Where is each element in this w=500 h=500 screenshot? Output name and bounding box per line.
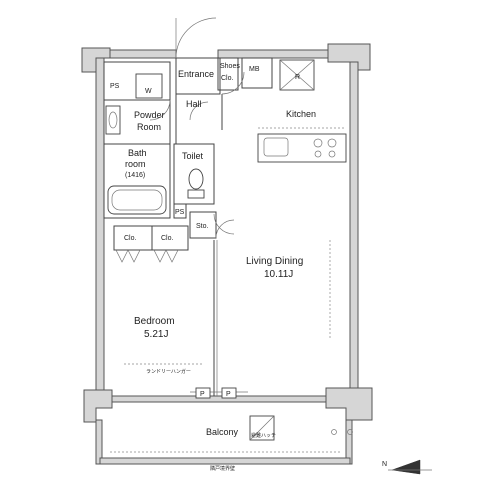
interior-partitions [103, 57, 273, 396]
refrigerator-label: R [295, 74, 300, 81]
living-dining-label: Living Dining [246, 256, 303, 267]
kitchen-counter [257, 133, 347, 163]
p-label-1: P [200, 391, 205, 398]
toilet-label: Toilet [182, 151, 204, 161]
powder-sink [105, 105, 121, 135]
washer-pan [135, 73, 163, 99]
neighbor-partition-label: 隣戸境界壁 [210, 465, 235, 472]
bathtub [107, 185, 167, 215]
p-label-2: P [226, 391, 231, 398]
closet-label-2: Clo. [161, 235, 174, 242]
north-arrow: N [382, 459, 432, 475]
balcony-label: Balcony [206, 427, 239, 437]
mb-label: MB [249, 66, 260, 73]
shoes-label: Shoes [220, 63, 240, 70]
evac-hatch-label: 避難ハッチ [251, 432, 276, 439]
kitchen-label: Kitchen [286, 109, 316, 119]
doors [115, 17, 245, 263]
structure-walls [81, 43, 373, 465]
room-labels: Entrance Shoes Clo. MB PS W Powder Room … [110, 63, 316, 472]
shoes-clo-label: Clo. [221, 75, 234, 82]
closet-label-1: Clo. [124, 235, 137, 242]
toilet-bowl [188, 168, 204, 190]
powder-room-label-2: Room [137, 122, 161, 132]
living-dining-size: 10.11J [264, 269, 293, 280]
toilet-tank [187, 189, 205, 199]
north-label: N [382, 461, 387, 468]
bedroom-label: Bedroom [134, 316, 175, 327]
fixtures [105, 59, 353, 453]
entrance-label: Entrance [178, 69, 214, 79]
north-arrow-icon [391, 459, 421, 475]
ps-mid-label: PS [175, 209, 185, 216]
washer-label: W [145, 88, 152, 95]
ps-top-label: PS [110, 83, 120, 90]
bedroom-size: 5.21J [144, 329, 168, 340]
bathroom-label-2: room [125, 159, 146, 169]
storage-label: Sto. [196, 223, 209, 230]
laundry-hanger-label: ランドリーハンガー [146, 368, 191, 375]
powder-room-label-1: Powder [134, 110, 165, 120]
bathroom-label-1: Bath [128, 148, 147, 158]
bathroom-size-label: (1416) [125, 172, 145, 179]
hall-label: Hall [186, 99, 202, 109]
